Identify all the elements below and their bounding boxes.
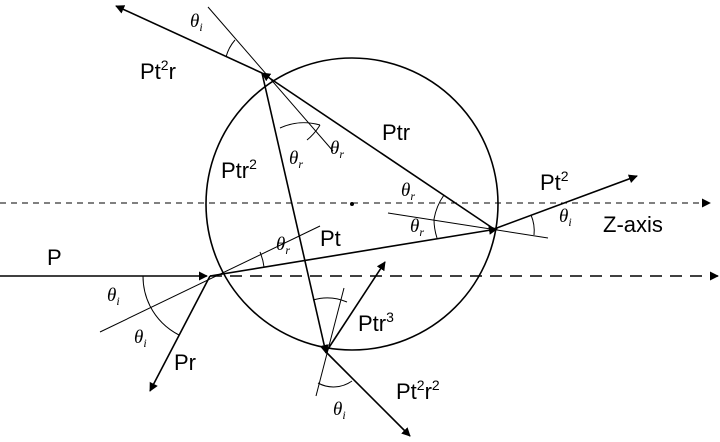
angle-entry-incident: θi: [107, 285, 120, 308]
normal-entry: [99, 225, 321, 333]
angle-exit-out: θi: [559, 206, 572, 229]
label-ptr: Ptr: [382, 120, 410, 145]
ray-pr: [149, 275, 211, 392]
angle-top-refract-right: θr: [330, 138, 344, 161]
label-pt2r2: Pt2r2: [396, 377, 440, 404]
ray-ptr2: [261, 72, 329, 354]
arc-bottom-refract: [312, 297, 348, 303]
ray-pt2r: [115, 5, 263, 74]
arc-entry-incident: [142, 275, 151, 307]
arc-entry-reflect: [149, 305, 180, 336]
ray-pt: [209, 225, 498, 277]
arc-top-incident: [225, 39, 236, 58]
arc-entry-refract: [259, 251, 265, 268]
arc-top-refract2: [279, 122, 321, 129]
angle-entry-refract: θr: [276, 234, 290, 257]
droplet-circle: [205, 57, 499, 351]
arc-bottom-out: [317, 380, 353, 388]
normal-top: [207, 6, 334, 152]
arc-exit-out: [530, 214, 535, 236]
normal-bottom: [315, 287, 345, 397]
angle-top-incident: θi: [190, 11, 203, 34]
angle-bottom-out: θi: [333, 399, 346, 422]
ray-ptr: [261, 72, 495, 230]
label-p: P: [47, 245, 62, 270]
label-pt2: Pt2: [540, 168, 569, 195]
angle-exit-refract-lower: θr: [410, 216, 424, 239]
label-z-axis: Z-axis: [603, 212, 663, 237]
label-pt: Pt: [320, 226, 341, 251]
angle-top-refract-left: θr: [289, 148, 303, 171]
ray-ptr3: [325, 261, 386, 353]
label-pt2r: Pt2r: [140, 57, 176, 84]
label-ptr3: Ptr3: [358, 309, 394, 336]
ray-pt2r2: [325, 351, 411, 437]
normal-exit: [387, 212, 549, 239]
arc-exit-inner: [433, 218, 438, 239]
ray-pt2: [493, 174, 638, 230]
angle-entry-reflect: θi: [134, 327, 147, 350]
arc-top-refract1: [306, 124, 321, 141]
angle-exit-refract-upper: θr: [401, 180, 415, 203]
arc-exit-refract: [433, 194, 445, 220]
label-pr: Pr: [174, 350, 196, 375]
label-ptr2: Ptr2: [221, 156, 257, 183]
